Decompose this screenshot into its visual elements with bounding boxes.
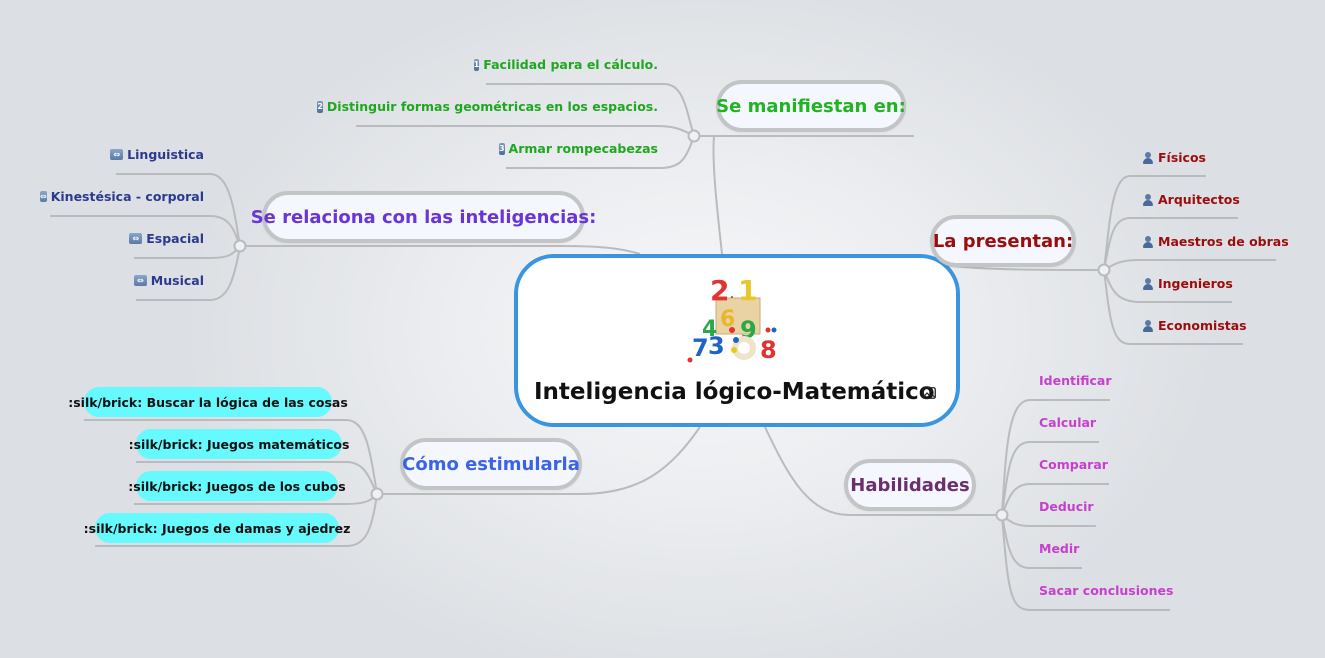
- image-icon[interactable]: [922, 387, 936, 399]
- leaf-label: Comparar: [1039, 457, 1108, 472]
- leaf-distinguir-formas[interactable]: 2 Distinguir formas geométricas en los e…: [317, 99, 658, 114]
- person-icon: [1142, 235, 1154, 248]
- collapse-toggle-manifiestan: [687, 129, 701, 143]
- leaf-label: Musical: [150, 273, 204, 288]
- svg-text:3: 3: [708, 332, 725, 360]
- person-icon: [1142, 277, 1154, 290]
- arrows-icon: ⇔: [133, 275, 147, 286]
- leaf-fisicos[interactable]: Físicos: [1142, 150, 1206, 165]
- svg-text:4: 4: [702, 317, 717, 342]
- svg-text:8: 8: [760, 336, 777, 364]
- numbers-toy-image: 2 . 1 6 4 9 7 3 8: [687, 274, 777, 364]
- number-2-icon: 2: [317, 100, 323, 113]
- leaf-arquitectos[interactable]: Arquitectos: [1142, 192, 1240, 207]
- leaf-label: Deducir: [1039, 499, 1094, 514]
- leaf-label: Calcular: [1039, 415, 1097, 430]
- leaf-label: Espacial: [146, 231, 204, 246]
- svg-text:7: 7: [692, 334, 709, 362]
- leaf-juegos-cubos[interactable]: :silk/brick: Juegos de los cubos: [128, 471, 346, 501]
- svg-text:6: 6: [720, 307, 735, 332]
- leaf-buscar-logica[interactable]: :silk/brick: Buscar la lógica de las cos…: [68, 387, 348, 417]
- branch-habilidades[interactable]: Habilidades: [844, 459, 976, 511]
- arrows-icon: ⇔: [110, 149, 124, 160]
- branch-label: Habilidades: [850, 474, 970, 496]
- leaf-juegos-matematicos[interactable]: :silk/brick: Juegos matemáticos: [129, 429, 349, 459]
- number-3-icon: 3: [498, 142, 505, 155]
- svg-text:.: .: [730, 290, 734, 301]
- leaf-medir[interactable]: Medir: [1039, 541, 1079, 556]
- leaf-label: Sacar conclusiones: [1039, 583, 1174, 598]
- leaf-economistas[interactable]: Economistas: [1142, 318, 1247, 333]
- leaf-label: Identificar: [1039, 373, 1112, 388]
- branch-label: Cómo estimularla: [402, 453, 580, 475]
- leaf-ingenieros[interactable]: Ingenieros: [1142, 276, 1233, 291]
- branch-label: Se relaciona con las inteligencias:: [250, 206, 597, 228]
- leaf-label: :silk/brick: Buscar la lógica de las cos…: [68, 394, 348, 410]
- leaf-deducir[interactable]: Deducir: [1039, 499, 1094, 514]
- leaf-label: Facilidad para el cálculo.: [483, 57, 658, 72]
- leaf-label: :silk/brick: Juegos de los cubos: [128, 478, 346, 494]
- branch-se-relaciona[interactable]: Se relaciona con las inteligencias:: [251, 191, 596, 243]
- leaf-label: :silk/brick: Juegos de damas y ajedrez: [83, 520, 351, 536]
- svg-text:1: 1: [738, 274, 757, 307]
- leaf-musical[interactable]: ⇔ Musical: [120, 273, 204, 288]
- leaf-juegos-damas-ajedrez[interactable]: :silk/brick: Juegos de damas y ajedrez: [84, 513, 350, 543]
- person-icon: [1142, 151, 1154, 164]
- svg-text:2: 2: [710, 274, 729, 307]
- central-topic-title: Inteligencia lógico-Matemático: [534, 379, 935, 405]
- leaf-label: Armar rompecabezas: [508, 141, 658, 156]
- branch-la-presentan[interactable]: La presentan:: [930, 215, 1076, 267]
- person-icon: [1142, 319, 1154, 332]
- leaf-sacar-conclusiones[interactable]: Sacar conclusiones: [1039, 583, 1173, 598]
- leaf-label: Físicos: [1158, 150, 1206, 165]
- leaf-facilidad-calculo[interactable]: 1 Facilidad para el cálculo.: [473, 57, 658, 72]
- leaf-kinestesica-corporal[interactable]: ⇔ Kinestésica - corporal: [40, 189, 204, 204]
- leaf-label: :silk/brick: Juegos matemáticos: [128, 436, 350, 452]
- leaf-label: Medir: [1039, 541, 1080, 556]
- leaf-armar-rompecabezas[interactable]: 3 Armar rompecabezas: [498, 141, 658, 156]
- central-topic[interactable]: 2 . 1 6 4 9 7 3 8 Inteligencia lógico-Ma…: [514, 254, 960, 427]
- leaf-identificar[interactable]: Identificar: [1039, 373, 1112, 388]
- leaf-label: Economistas: [1158, 318, 1247, 333]
- branch-label: La presentan:: [932, 230, 1074, 252]
- branch-como-estimularla[interactable]: Cómo estimularla: [400, 438, 582, 490]
- leaf-label: Maestros de obras: [1158, 234, 1289, 249]
- leaf-label: Ingenieros: [1158, 276, 1233, 291]
- leaf-espacial[interactable]: ⇔ Espacial: [120, 231, 204, 246]
- leaf-label: Kinestésica - corporal: [50, 189, 204, 204]
- branch-se-manifiestan[interactable]: Se manifiestan en:: [716, 80, 906, 132]
- number-1-icon: 1: [473, 58, 480, 71]
- leaf-label: Linguistica: [127, 147, 204, 162]
- arrows-icon: ⇔: [40, 191, 47, 202]
- leaf-maestros-de-obras[interactable]: Maestros de obras: [1142, 234, 1289, 249]
- arrows-icon: ⇔: [129, 233, 143, 244]
- leaf-label: Distinguir formas geométricas en los esp…: [326, 99, 658, 114]
- leaf-calcular[interactable]: Calcular: [1039, 415, 1096, 430]
- branch-label: Se manifiestan en:: [716, 95, 906, 117]
- person-icon: [1142, 193, 1154, 206]
- leaf-label: Arquitectos: [1158, 192, 1240, 207]
- leaf-linguistica[interactable]: ⇔ Linguistica: [100, 147, 204, 162]
- leaf-comparar[interactable]: Comparar: [1039, 457, 1108, 472]
